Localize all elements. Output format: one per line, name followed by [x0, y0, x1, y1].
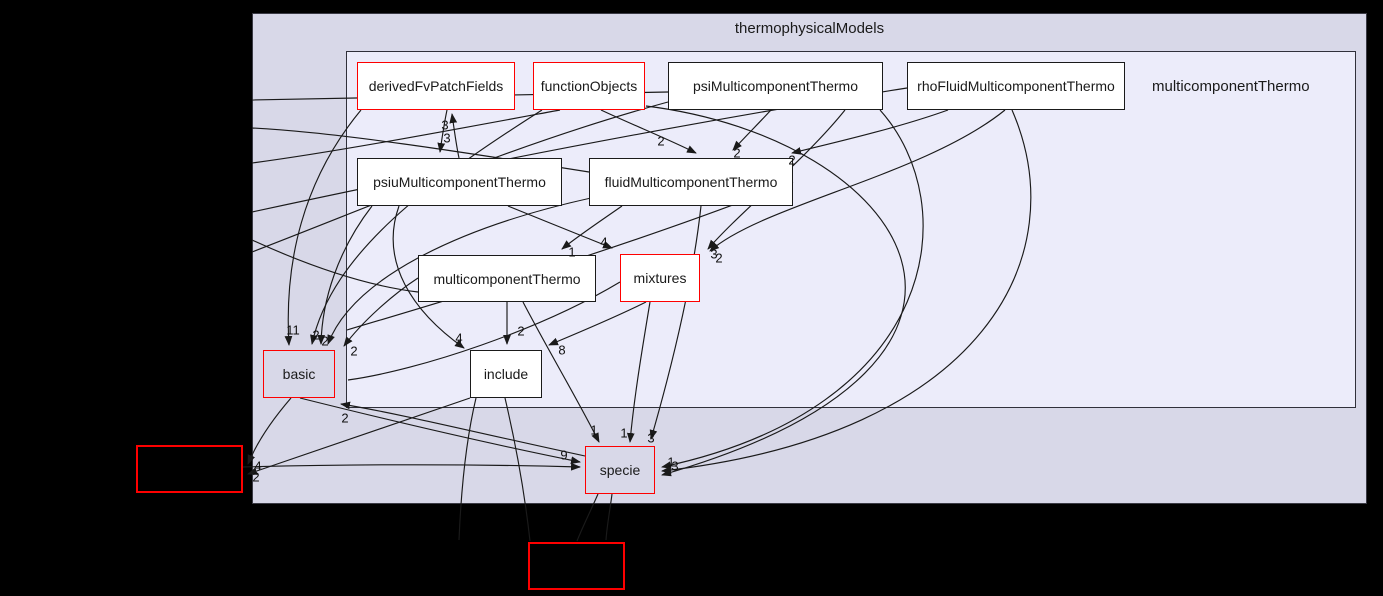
node-include[interactable]: include	[470, 350, 542, 398]
edge-count-label: 11	[286, 322, 300, 338]
edge-count-label: 9	[560, 447, 568, 463]
node-derivedFvPatchFields[interactable]: derivedFvPatchFields	[357, 62, 515, 110]
edge-count-label: 2	[657, 133, 665, 149]
node-hidden-left[interactable]	[136, 445, 243, 493]
edge-count-label: 2	[715, 250, 723, 266]
edge-count-label: 2	[788, 152, 796, 168]
node-psiMulticomponentThermo[interactable]: psiMulticomponentThermo	[668, 62, 883, 110]
edge-count-label: 3	[647, 430, 655, 446]
edge-count-label: 1	[590, 422, 598, 438]
edge-count-label: 1	[568, 244, 576, 260]
edge-count-label: 2	[350, 343, 358, 359]
edge-count-label: 2	[321, 333, 329, 349]
edge-count-label: 2	[252, 469, 260, 485]
node-hidden-bottom[interactable]	[528, 542, 625, 590]
node-rhoFluidMulticomponentThermo[interactable]: rhoFluidMulticomponentThermo	[907, 62, 1125, 110]
cluster-label-thermophysicalModels[interactable]: thermophysicalModels	[734, 20, 885, 37]
edge-count-label: 3	[671, 458, 679, 474]
edge-count-label: 2	[341, 410, 349, 426]
edge-count-label: 4	[600, 234, 608, 250]
node-basic[interactable]: basic	[263, 350, 335, 398]
node-fluidMulticomponentThermo[interactable]: fluidMulticomponentThermo	[589, 158, 793, 206]
edge-count-label: 2	[312, 327, 320, 343]
node-multicomponentThermo[interactable]: multicomponentThermo	[418, 255, 596, 302]
edge-count-label: 2	[517, 323, 525, 339]
cluster-label-multicomponentThermo[interactable]: multicomponentThermo	[1152, 78, 1310, 95]
edge-count-label: 2	[733, 145, 741, 161]
node-psiuMulticomponentThermo[interactable]: psiuMulticomponentThermo	[357, 158, 562, 206]
node-mixtures[interactable]: mixtures	[620, 254, 700, 302]
node-specie[interactable]: specie	[585, 446, 655, 494]
edge-count-label: 4	[455, 330, 463, 346]
edge-count-label: 3	[443, 130, 451, 146]
edge-count-label: 8	[558, 342, 566, 358]
node-functionObjects[interactable]: functionObjects	[533, 62, 645, 110]
edge-count-label: 1	[620, 425, 628, 441]
